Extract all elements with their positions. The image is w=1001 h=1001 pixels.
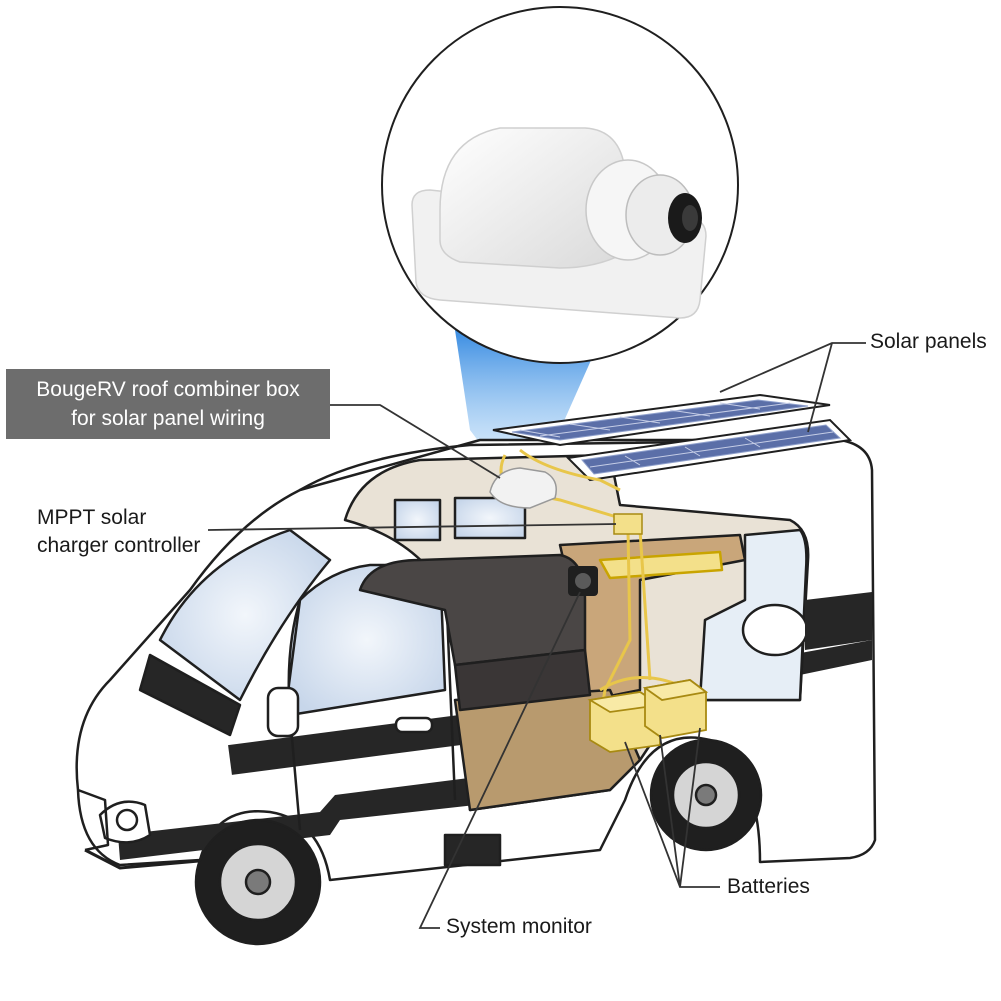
mppt-controller — [613, 513, 643, 535]
combiner-box-label-line2: for solar panel wiring — [71, 407, 265, 430]
solar-panels-label: Solar panels — [870, 330, 987, 353]
mppt-label-line2: charger controller — [37, 534, 201, 557]
roof-combiner-box — [489, 467, 557, 509]
solar-panels — [492, 393, 853, 482]
system-monitor-label: System monitor — [446, 915, 592, 938]
mppt-label-line1: MPPT solar — [37, 506, 147, 529]
windshield — [158, 528, 332, 702]
combiner-box-product — [411, 127, 707, 319]
leader-lines — [207, 342, 866, 929]
batteries-label: Batteries — [727, 875, 810, 898]
combiner-box-label: BougeRV roof combiner box for solar pane… — [6, 369, 330, 439]
front-wheel — [194, 818, 322, 946]
spotlight-beam — [455, 330, 600, 470]
headlight — [98, 800, 152, 844]
combiner-box-label-line1: BougeRV roof combiner box — [36, 378, 300, 401]
batteries — [587, 679, 709, 753]
magnifier-inset — [381, 6, 739, 364]
rear-wheel — [649, 738, 763, 852]
bench-seat — [358, 553, 587, 667]
side-mirror — [266, 686, 300, 738]
front-door-window — [287, 563, 447, 717]
system-monitor-device — [568, 566, 598, 596]
camper-van — [75, 438, 877, 946]
